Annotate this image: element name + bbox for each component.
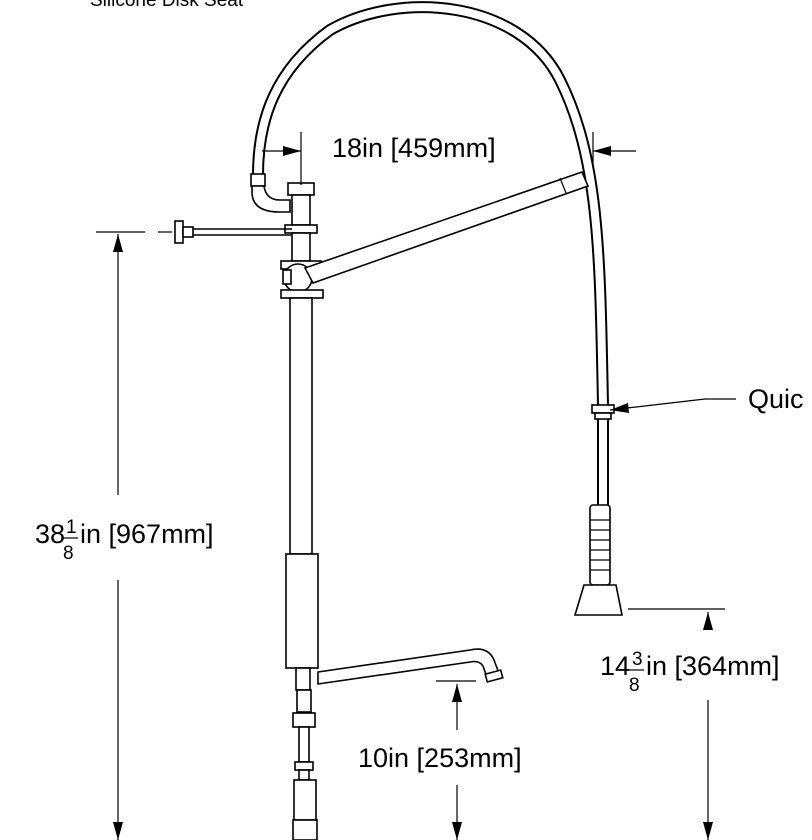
spray-height-rest: in [364mm]: [646, 651, 780, 681]
dimension-spout-height: 10in [253mm]: [358, 680, 522, 840]
quick-label: Quic: [748, 384, 804, 414]
spray-valve: [573, 504, 623, 616]
spout-height-label: 10in [253mm]: [358, 743, 522, 773]
spray-height-numerator: 3: [632, 649, 643, 670]
wall-bracket: [174, 220, 292, 244]
overall-height-numerator: 1: [66, 517, 77, 538]
hose: [252, 1, 609, 511]
silicone-label: Silicone Disk Seat: [90, 0, 244, 11]
overall-height-whole: 38: [35, 519, 65, 549]
add-on-spout: [317, 648, 504, 685]
overall-height-denominator: 8: [63, 543, 74, 564]
dimension-spray-height: 14 3 8 in [364mm]: [600, 608, 780, 840]
dimension-overall-height: 38 1 8 in [967mm]: [35, 231, 214, 840]
quick-disconnect: [591, 404, 615, 420]
spray-height-denominator: 8: [629, 675, 640, 696]
overall-height-rest: in [967mm]: [80, 519, 214, 549]
callout-quick: Quic: [609, 384, 804, 414]
hose-elbow: [250, 173, 291, 213]
spray-arm: [303, 171, 590, 284]
dimension-reach-width: 18in [459mm]: [262, 132, 636, 185]
spray-height-whole: 14: [600, 651, 630, 681]
reach-width-label: 18in [459mm]: [332, 133, 496, 163]
